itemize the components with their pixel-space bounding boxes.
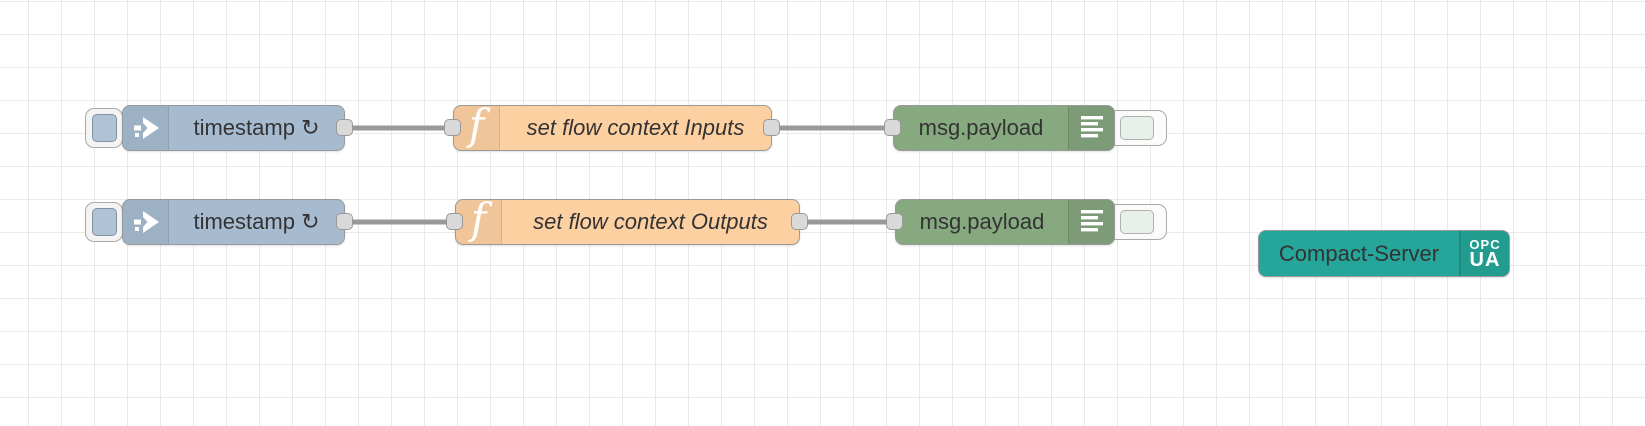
inject-arrow-icon <box>123 200 169 244</box>
input-port[interactable] <box>884 119 901 136</box>
output-port[interactable] <box>791 213 808 230</box>
debug-node[interactable]: msg.payload <box>895 199 1115 245</box>
node-label: set flow context Inputs <box>526 115 745 140</box>
inject-arrow-icon <box>123 106 169 150</box>
node-label: set flow context Outputs <box>533 209 768 234</box>
node-label: timestamp ↻ <box>193 209 320 234</box>
inject-button[interactable] <box>85 202 123 242</box>
input-port[interactable] <box>886 213 903 230</box>
function-icon: f <box>454 106 500 150</box>
node-label: timestamp ↻ <box>193 115 320 140</box>
debug-toggle-button[interactable] <box>1105 204 1167 240</box>
opcua-server-node[interactable]: Compact-Server OPC UA <box>1258 230 1510 277</box>
inject-button[interactable] <box>85 108 123 148</box>
opcua-badge-icon: OPC UA <box>1459 231 1509 276</box>
node-label: msg.payload <box>918 115 1044 140</box>
function-node[interactable]: f set flow context Outputs <box>455 199 800 245</box>
output-port[interactable] <box>763 119 780 136</box>
function-node[interactable]: f set flow context Inputs <box>453 105 772 151</box>
inject-button-face <box>92 114 117 142</box>
debug-node[interactable]: msg.payload <box>893 105 1115 151</box>
debug-toggle-button[interactable] <box>1105 110 1167 146</box>
debug-toggle-face <box>1120 210 1154 234</box>
debug-toggle-face <box>1120 116 1154 140</box>
input-port[interactable] <box>444 119 461 136</box>
output-port[interactable] <box>336 213 353 230</box>
output-port[interactable] <box>336 119 353 136</box>
input-port[interactable] <box>446 213 463 230</box>
debug-output-icon <box>1068 106 1114 150</box>
inject-node[interactable]: timestamp ↻ <box>122 105 345 151</box>
node-label: Compact-Server <box>1278 240 1440 266</box>
debug-output-icon <box>1068 200 1114 244</box>
inject-node[interactable]: timestamp ↻ <box>122 199 345 245</box>
node-label: msg.payload <box>919 209 1045 234</box>
inject-button-face <box>92 208 117 236</box>
function-icon: f <box>456 200 502 244</box>
